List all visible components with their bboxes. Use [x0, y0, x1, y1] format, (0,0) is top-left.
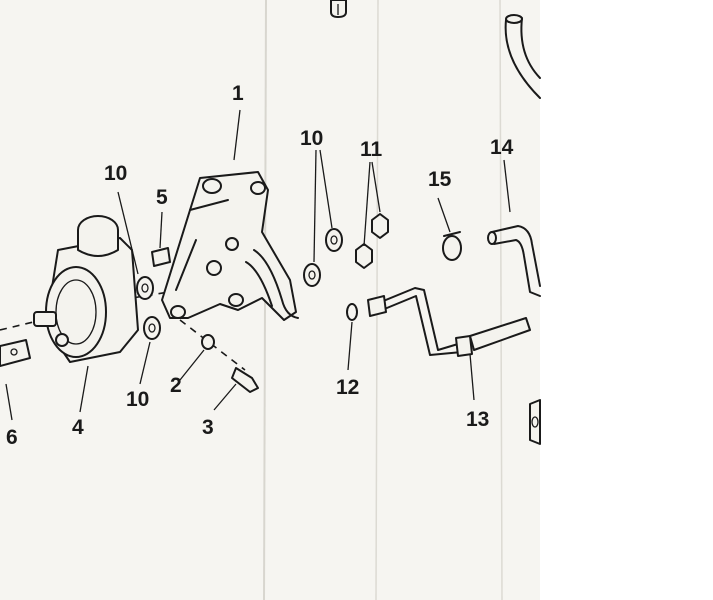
label-part-10-left: 10: [104, 162, 127, 185]
nut: [371, 213, 389, 239]
washer-hole: [308, 270, 316, 280]
washer-hole: [148, 323, 156, 333]
clip: [151, 247, 171, 267]
label-part-3: 3: [202, 416, 214, 439]
power-steering-pump: [33, 215, 139, 363]
return-hose-fragment: [504, 14, 541, 99]
partial-part-hole: [531, 416, 539, 428]
washer-hole: [330, 235, 338, 245]
pressure-line: [367, 287, 531, 357]
label-part-10-upper-right: 10: [300, 127, 323, 150]
label-part-10-lower: 10: [126, 388, 149, 411]
supply-hose: [487, 225, 541, 297]
label-part-6: 6: [6, 426, 18, 449]
washer-hole: [141, 283, 149, 293]
o-ring: [346, 303, 358, 321]
label-part-11: 11: [360, 138, 383, 161]
label-part-12: 12: [336, 376, 359, 399]
bolt-head: [170, 305, 186, 319]
partial-part-fragment: [529, 399, 541, 445]
blank-margin: [540, 0, 713, 600]
nut: [355, 243, 373, 269]
label-part-4: 4: [72, 416, 84, 439]
label-part-5: 5: [156, 186, 168, 209]
label-part-13: 13: [466, 408, 489, 431]
nut: [201, 334, 215, 350]
label-part-15: 15: [428, 168, 452, 191]
washer: [325, 228, 343, 252]
washer: [143, 316, 161, 340]
top-nut-fragment: [330, 0, 347, 18]
mounting-bracket: [161, 171, 299, 321]
washer: [136, 276, 154, 300]
hose-clamp: [442, 231, 462, 261]
leader-lines: [5, 109, 511, 421]
bracket-fragment: [0, 339, 31, 367]
paper-fold-line: [499, 0, 503, 600]
label-part-14: 14: [490, 136, 514, 159]
bolt: [231, 367, 259, 393]
washer: [303, 263, 321, 287]
label-part-1: 1: [232, 82, 244, 105]
label-part-2: 2: [170, 374, 182, 397]
